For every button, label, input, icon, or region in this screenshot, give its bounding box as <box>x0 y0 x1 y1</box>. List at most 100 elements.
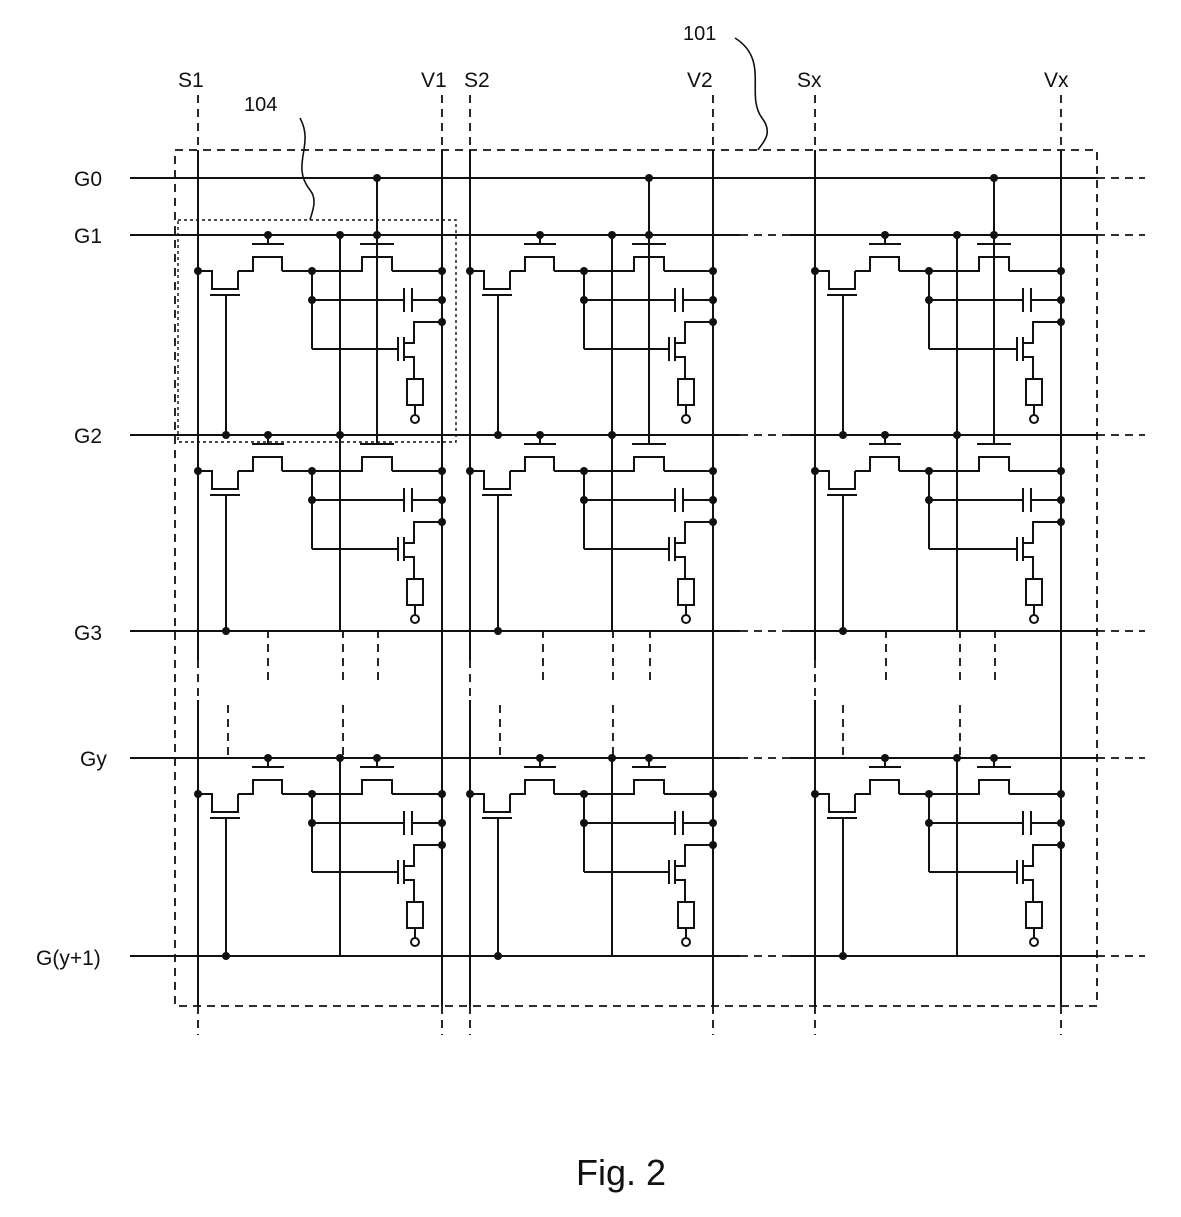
pixel-cell <box>194 231 446 635</box>
junction-dot <box>645 174 653 182</box>
junction-dot <box>466 790 474 798</box>
junction-dot <box>1057 841 1065 849</box>
tft-channel <box>238 257 282 271</box>
junction-dot <box>494 627 502 635</box>
tft-channel <box>584 780 664 794</box>
pixel-cell <box>811 174 1065 439</box>
wire <box>404 557 414 579</box>
junction-dot <box>194 267 202 275</box>
junction-dot <box>1057 467 1065 475</box>
column-label-s2: S2 <box>464 69 490 92</box>
tft-channel <box>312 257 392 271</box>
wire <box>1023 357 1033 379</box>
wire <box>1023 880 1033 902</box>
tft-channel <box>238 780 282 794</box>
junction-dot <box>1057 790 1065 798</box>
junction-dot <box>336 754 344 762</box>
junction-dot <box>222 952 230 960</box>
tft-channel <box>470 471 510 489</box>
tft-channel <box>855 257 899 271</box>
junction-dot <box>438 267 446 275</box>
cathode-terminal <box>1030 415 1038 423</box>
pixel-cell <box>811 231 1065 635</box>
junction-dot <box>709 819 717 827</box>
column-label-v1: V1 <box>421 69 447 92</box>
junction-dot <box>881 431 889 439</box>
junction-dot <box>709 790 717 798</box>
cathode-terminal <box>682 615 690 623</box>
pixel-cell <box>811 754 1065 960</box>
tft-channel <box>1023 522 1043 543</box>
array-leader-line <box>735 38 767 150</box>
tft-channel <box>198 794 238 812</box>
pixel-cell <box>466 174 717 439</box>
wire <box>675 557 685 579</box>
tft-channel <box>815 471 855 489</box>
figure-caption: Fig. 2 <box>576 1152 666 1193</box>
tft-channel <box>312 780 392 794</box>
cathode-terminal <box>411 415 419 423</box>
junction-dot <box>881 231 889 239</box>
tft-channel <box>238 457 282 471</box>
junction-dot <box>373 754 381 762</box>
row-label-gy1: G(y+1) <box>36 947 101 970</box>
tft-channel <box>510 257 554 271</box>
junction-dot <box>953 231 961 239</box>
row-label-gy: Gy <box>80 748 107 771</box>
cathode-terminal <box>682 938 690 946</box>
tft-channel <box>510 780 554 794</box>
cathode-terminal <box>411 615 419 623</box>
tft-channel <box>198 271 238 289</box>
pixel-leader-line <box>300 118 314 220</box>
tft-channel <box>675 322 695 343</box>
junction-dot <box>536 231 544 239</box>
column-label-s1: S1 <box>178 69 204 92</box>
tft-channel <box>510 457 554 471</box>
junction-dot <box>264 431 272 439</box>
el-element <box>1026 579 1042 605</box>
pixel-cell <box>466 754 717 960</box>
junction-dot <box>645 754 653 762</box>
junction-dot <box>494 431 502 439</box>
el-element <box>678 579 694 605</box>
junction-dot <box>990 754 998 762</box>
tft-channel <box>404 845 424 866</box>
el-element <box>1026 902 1042 928</box>
row-label-g0: G0 <box>74 168 102 191</box>
junction-dot <box>536 431 544 439</box>
junction-dot <box>1057 267 1065 275</box>
tft-channel <box>584 457 664 471</box>
junction-dot <box>811 467 819 475</box>
junction-dot <box>839 431 847 439</box>
junction-dot <box>438 841 446 849</box>
junction-dot <box>264 231 272 239</box>
pixel-reference-label: 104 <box>244 94 277 116</box>
tft-channel <box>1023 845 1043 866</box>
junction-dot <box>709 267 717 275</box>
junction-dot <box>811 267 819 275</box>
tft-channel <box>855 457 899 471</box>
junction-dot <box>336 431 344 439</box>
junction-dot <box>953 754 961 762</box>
junction-dot <box>608 754 616 762</box>
wire <box>404 357 414 379</box>
junction-dot <box>953 431 961 439</box>
junction-dot <box>438 819 446 827</box>
column-label-vx: Vx <box>1044 69 1069 92</box>
wire <box>675 357 685 379</box>
array-reference-label: 101 <box>683 23 716 45</box>
tft-channel <box>855 780 899 794</box>
tft-channel <box>675 845 695 866</box>
junction-dot <box>1057 296 1065 304</box>
pixel-cell <box>194 174 446 439</box>
el-element <box>1026 379 1042 405</box>
tft-channel <box>929 257 1009 271</box>
tft-channel <box>929 780 1009 794</box>
row-label-g3: G3 <box>74 622 102 645</box>
junction-dot <box>438 496 446 504</box>
wire <box>675 880 685 902</box>
row-label-g2: G2 <box>74 425 102 448</box>
el-element <box>407 902 423 928</box>
junction-dot <box>709 318 717 326</box>
column-label-sx: Sx <box>797 69 822 92</box>
